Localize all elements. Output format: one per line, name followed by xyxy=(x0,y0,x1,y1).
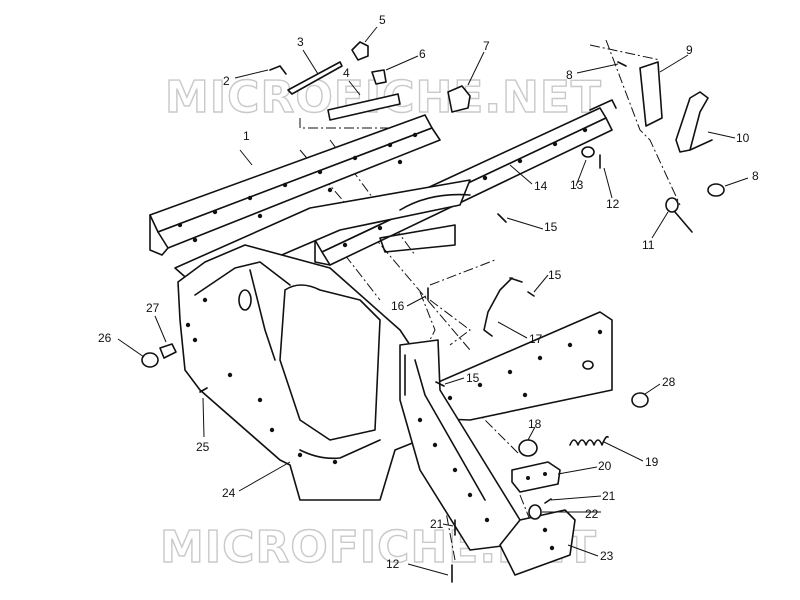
part-17-rod xyxy=(483,277,513,337)
part-8-cap-right xyxy=(707,183,725,197)
callout-16: 16 xyxy=(391,299,405,313)
callout-26: 26 xyxy=(98,331,112,345)
callout-labels: 1 2 3 4 5 6 7 8 8 9 10 11 12 12 13 14 15… xyxy=(98,13,759,571)
callout-13: 13 xyxy=(570,178,584,192)
callout-18: 18 xyxy=(528,417,542,431)
callout-15-c: 15 xyxy=(466,371,480,385)
callout-3: 3 xyxy=(297,35,304,49)
callout-2: 2 xyxy=(223,74,230,88)
callout-23: 23 xyxy=(600,549,614,563)
part-19-spring xyxy=(569,435,609,446)
callout-19: 19 xyxy=(645,455,659,469)
part-7-latch xyxy=(447,85,471,113)
callout-17: 17 xyxy=(529,332,543,346)
part-4-strip xyxy=(327,93,401,121)
callout-22: 22 xyxy=(585,507,599,521)
callout-10: 10 xyxy=(736,131,750,145)
part-2-rivet xyxy=(269,65,287,75)
part-23-bracket xyxy=(499,509,576,576)
part-15-fastener-c xyxy=(435,381,445,387)
callout-28: 28 xyxy=(662,375,676,389)
callout-20: 20 xyxy=(598,459,612,473)
part-24-body-panel xyxy=(177,244,421,501)
part-1-upper-channel xyxy=(149,114,441,256)
callout-21-right: 21 xyxy=(602,489,616,503)
callout-12-bottom: 12 xyxy=(386,557,400,571)
part-11-pin-head xyxy=(665,197,679,213)
callout-11: 11 xyxy=(642,238,655,252)
part-18-cap xyxy=(518,439,538,457)
part-3-blade xyxy=(287,61,343,95)
part-10-handle xyxy=(675,91,709,153)
callout-7: 7 xyxy=(483,39,490,53)
part-15-fastener-b xyxy=(527,291,535,297)
callout-25: 25 xyxy=(196,440,210,454)
callout-8-top: 8 xyxy=(566,68,573,82)
part-28-plug xyxy=(631,392,649,408)
callout-5: 5 xyxy=(379,13,386,27)
callout-9: 9 xyxy=(686,43,693,57)
part-6-clip xyxy=(371,69,387,85)
part-26-grommet xyxy=(141,352,159,368)
part-27-bushing xyxy=(159,343,177,359)
part-25-screw xyxy=(199,387,208,393)
callout-14: 14 xyxy=(534,179,548,193)
callout-6: 6 xyxy=(419,47,426,61)
callout-8-right: 8 xyxy=(752,169,759,183)
part-8-rivet-top xyxy=(617,61,627,67)
part-9-strap xyxy=(639,61,663,127)
callout-12-top: 12 xyxy=(606,197,620,211)
callout-1: 1 xyxy=(243,129,250,143)
part-15-fastener-a xyxy=(497,213,507,223)
callout-15-b: 15 xyxy=(548,268,562,282)
callout-24: 24 xyxy=(222,486,236,500)
callout-15-a: 15 xyxy=(544,220,558,234)
part-13-nut xyxy=(581,146,595,158)
part-20-hinge-plate xyxy=(511,461,561,493)
callout-4: 4 xyxy=(343,66,350,80)
callout-21-left: 21 xyxy=(430,517,444,531)
callout-27: 27 xyxy=(146,301,160,315)
leader-lines xyxy=(117,26,749,576)
part-5-knob xyxy=(351,41,369,61)
part-21-fastener-a xyxy=(544,498,552,504)
part-22-washer xyxy=(528,504,542,520)
